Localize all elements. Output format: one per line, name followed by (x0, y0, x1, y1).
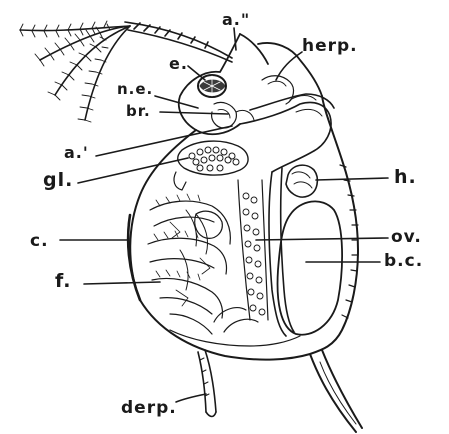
digestive-tract (240, 76, 334, 336)
heart (286, 165, 317, 197)
brain-region (212, 102, 254, 128)
ovary (238, 180, 268, 320)
leader-f (84, 282, 160, 284)
leader-gl (78, 158, 188, 183)
leader-ov (256, 238, 388, 240)
label-eye: e. (169, 56, 188, 72)
tail-spine (310, 350, 362, 432)
label-gland: gl. (43, 171, 73, 190)
thoracic-limbs (148, 194, 230, 334)
label-ovary: ov. (391, 229, 422, 246)
label-herp: herp. (302, 38, 358, 55)
label-f: f. (55, 272, 71, 291)
leader-derp (176, 394, 206, 402)
leader-h (316, 178, 388, 180)
label-brain: br. (126, 104, 151, 119)
label-brood-chamber: b.c. (384, 253, 423, 270)
leader-br (160, 112, 228, 114)
label-second-antenna: a." (222, 12, 250, 28)
label-heart: h. (394, 168, 417, 187)
label-first-antenna: a.' (64, 145, 89, 161)
gland-region (174, 141, 248, 190)
label-derp: derp. (121, 400, 177, 417)
leader-ne (155, 96, 198, 108)
label-ne: n.e. (117, 82, 153, 97)
label-carapace: c. (30, 233, 49, 250)
post-abdomen (198, 350, 216, 417)
